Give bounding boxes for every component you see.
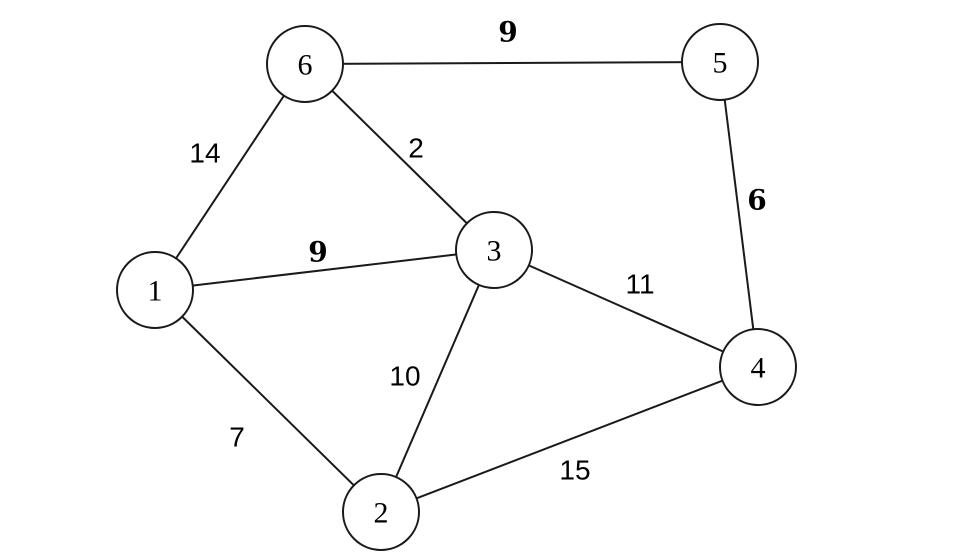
edge-weight-5-4: 6	[747, 184, 766, 217]
edge-weight-3-2: 10	[389, 361, 420, 392]
node-label: 3	[487, 235, 502, 268]
edge-weight-3-4: 11	[625, 269, 654, 300]
node-3: 3	[455, 211, 533, 289]
edge-weight-6-3: 2	[408, 133, 424, 164]
node-circle	[719, 328, 797, 406]
node-label: 6	[298, 49, 313, 82]
node-label: 1	[148, 275, 163, 308]
edge-weight-6-5: 9	[498, 16, 517, 49]
edges-layer	[154, 61, 759, 513]
node-6: 6	[266, 25, 344, 103]
nodes-layer: 1 2 3 4 5 6	[116, 23, 797, 551]
edge-weight-2-4: 15	[559, 455, 590, 486]
edge-weight-6-1: 14	[189, 138, 220, 169]
edge-6-3	[304, 63, 495, 251]
node-5: 5	[681, 23, 759, 101]
edge-1-2	[154, 289, 382, 513]
edge-1-3	[154, 249, 495, 291]
edge-6-1	[154, 63, 306, 291]
edge-6-5	[304, 61, 721, 65]
node-circle	[342, 473, 420, 551]
node-label: 5	[713, 47, 728, 80]
node-label: 2	[374, 497, 389, 530]
node-circle	[681, 23, 759, 101]
node-circle	[266, 25, 344, 103]
edge-weights-layer: 9 14 2 6 9 7 10 11 15	[189, 16, 766, 486]
node-1: 1	[116, 251, 194, 329]
edge-weight-1-2: 7	[229, 422, 245, 453]
node-2: 2	[342, 473, 420, 551]
edge-weight-1-3: 9	[308, 236, 327, 269]
node-label: 4	[751, 352, 766, 385]
node-circle	[455, 211, 533, 289]
edge-3-2	[380, 249, 495, 513]
node-circle	[116, 251, 194, 329]
edge-5-4	[719, 61, 759, 368]
edge-3-4	[493, 249, 759, 368]
node-4: 4	[719, 328, 797, 406]
edge-2-4	[380, 366, 759, 513]
